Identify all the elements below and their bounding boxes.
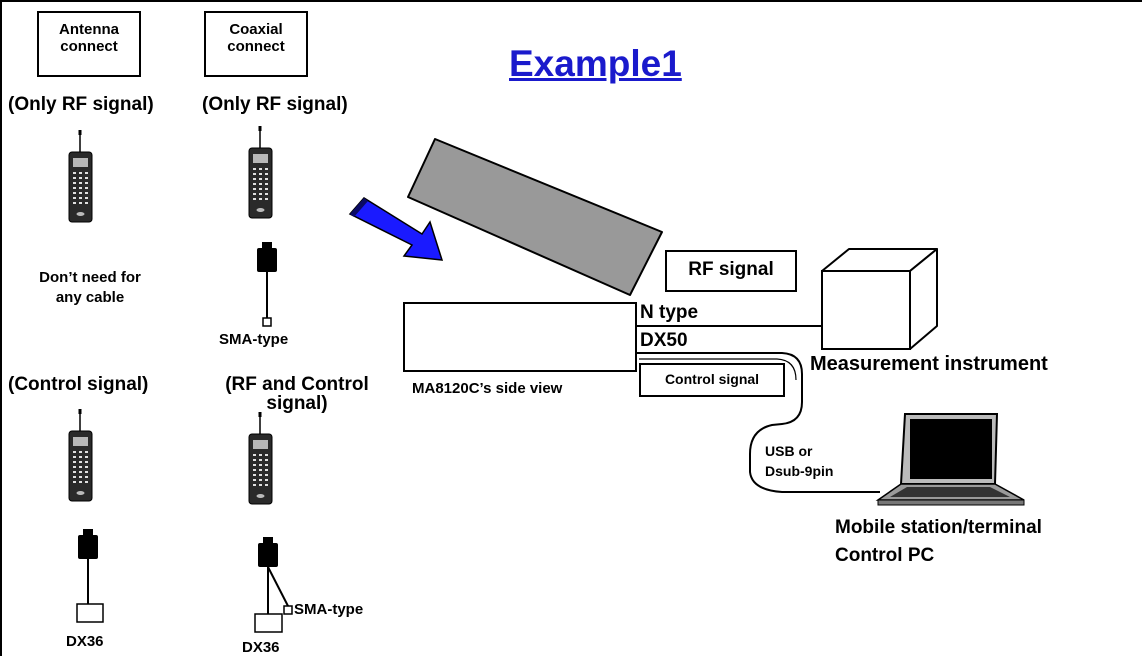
- rf-signal-label: RF signal: [688, 259, 774, 280]
- heading-control-signal: (Control signal): [8, 374, 149, 395]
- no-cable-note: Don’t need for any cable: [39, 269, 141, 307]
- mobile-phone-icon: [248, 411, 273, 505]
- heading-only-rf-antenna: (Only RF signal): [8, 94, 154, 115]
- control-signal-box-label: Control signal: [664, 371, 760, 387]
- usb-dsub-label: USB or Dsub-9pin: [765, 443, 834, 479]
- page-title: Example1: [509, 43, 682, 84]
- coaxial-connect-label: Coaxial connect: [227, 21, 285, 55]
- control-signal-box: [639, 363, 785, 397]
- antenna-connect-label: Antenna connect: [59, 21, 119, 55]
- coaxial-connect-tag: [204, 11, 308, 77]
- connector-plug-icon: [257, 242, 277, 272]
- antenna-connect-tag: [37, 11, 141, 77]
- heading-only-rf-coaxial: (Only RF signal): [202, 94, 348, 115]
- dx36-label-1: DX36: [66, 633, 104, 650]
- sma-type-label-1: SMA-type: [219, 331, 289, 348]
- dx50-label: DX50: [640, 330, 688, 351]
- laptop-icon: [875, 413, 1025, 506]
- ma8120c-side-view-box: [403, 302, 637, 372]
- control-cable: [637, 352, 880, 493]
- n-type-label: N type: [640, 302, 699, 323]
- heading-rf-and-control: (RF and Control signal): [225, 374, 369, 414]
- control-pc-label: Mobile station/terminal Control PC: [835, 517, 1042, 566]
- sma-connector-icon: [283, 605, 293, 615]
- side-view-label: MA8120C’s side view: [412, 380, 563, 397]
- rf-signal-box: [665, 250, 797, 292]
- mobile-phone-icon: [68, 129, 93, 223]
- sma-connector-icon: [262, 317, 272, 327]
- dx36-connector-icon: [76, 603, 104, 623]
- mobile-phone-icon: [248, 125, 273, 219]
- measurement-instrument-label: Measurement instrument: [810, 353, 1048, 375]
- connector-plug-icon: [78, 529, 98, 559]
- ma8120c-lid: [407, 138, 663, 296]
- mobile-phone-icon: [68, 408, 93, 502]
- dx36-label-2: DX36: [242, 639, 280, 656]
- sma-type-label-2: SMA-type: [294, 601, 364, 618]
- blue-arrow-icon: [348, 197, 444, 261]
- instrument-box-icon: [821, 248, 938, 350]
- connector-plug-icon: [258, 537, 278, 567]
- dx36-connector-icon: [254, 613, 283, 633]
